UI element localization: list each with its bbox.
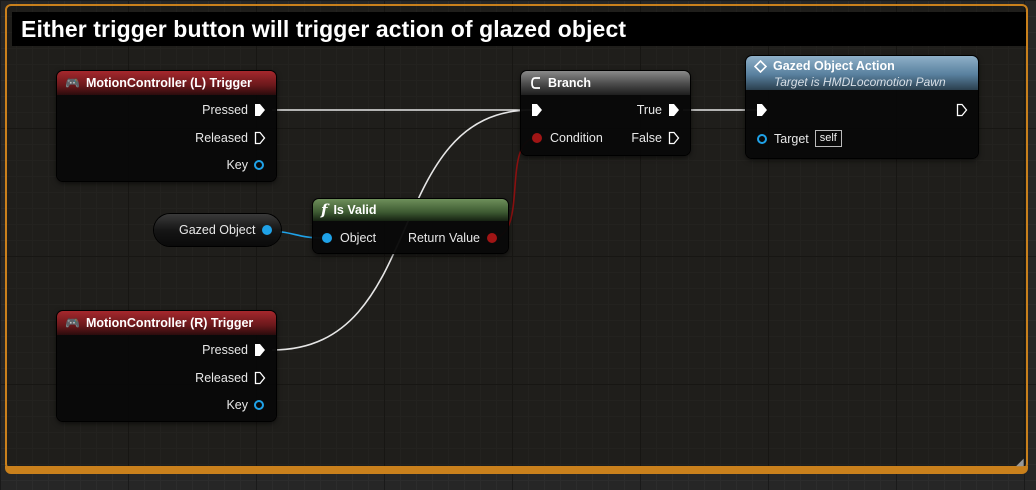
motion-controller-right-trigger-node[interactable]: 🎮 MotionController (R) Trigger Pressed R… bbox=[57, 311, 276, 421]
pin-condition[interactable]: Condition bbox=[532, 131, 603, 145]
pin-label: Return Value bbox=[407, 231, 480, 245]
pin-label: Released bbox=[195, 371, 248, 385]
pin-gazed-object[interactable]: Gazed Object bbox=[179, 223, 273, 237]
pin-exec-in[interactable] bbox=[756, 103, 768, 117]
exec-pin-connected-icon[interactable] bbox=[756, 103, 768, 117]
exec-pin-connected-icon[interactable] bbox=[254, 343, 266, 357]
gamepad-icon: 🎮 bbox=[65, 316, 80, 330]
comment-border-bottom bbox=[5, 466, 1028, 474]
node-header: 🎮 MotionController (R) Trigger bbox=[57, 311, 276, 335]
key-pin-icon[interactable] bbox=[254, 160, 264, 170]
exec-pin-empty-icon[interactable] bbox=[254, 131, 266, 145]
pin-false[interactable]: False bbox=[631, 131, 680, 145]
object-pin-icon[interactable] bbox=[322, 233, 332, 243]
target-default-value[interactable]: self bbox=[814, 130, 842, 147]
bool-pin-icon[interactable] bbox=[532, 133, 542, 143]
pin-label: Pressed bbox=[202, 103, 248, 117]
pin-label: False bbox=[631, 131, 662, 145]
pin-released[interactable]: Released bbox=[195, 131, 266, 145]
node-title: Branch bbox=[548, 76, 592, 90]
pin-pressed[interactable]: Pressed bbox=[202, 103, 266, 117]
pin-label: Pressed bbox=[202, 343, 248, 357]
pin-key[interactable]: Key bbox=[226, 398, 264, 412]
target-pin-icon[interactable] bbox=[757, 133, 767, 144]
function-icon: f bbox=[321, 201, 328, 219]
pin-released[interactable]: Released bbox=[195, 371, 266, 385]
pin-label: Key bbox=[226, 398, 248, 412]
node-title: MotionController (L) Trigger bbox=[85, 76, 252, 90]
node-subtitle: Target is HMDLocomotion Pawn bbox=[774, 75, 946, 89]
exec-pin-connected-icon[interactable] bbox=[668, 103, 680, 117]
pin-target[interactable]: Target self bbox=[757, 130, 842, 147]
object-pin-icon[interactable] bbox=[262, 225, 273, 235]
pin-object[interactable]: Object bbox=[322, 231, 376, 245]
node-header: 🎮 MotionController (L) Trigger bbox=[57, 71, 276, 95]
variable-label: Gazed Object bbox=[179, 223, 256, 237]
pin-exec-out[interactable] bbox=[956, 103, 968, 117]
exec-pin-empty-icon[interactable] bbox=[254, 371, 266, 385]
pin-true[interactable]: True bbox=[637, 103, 680, 117]
gazed-object-variable-node[interactable]: Gazed Object bbox=[154, 214, 281, 246]
pin-pressed[interactable]: Pressed bbox=[202, 343, 266, 357]
bool-pin-icon[interactable] bbox=[487, 233, 497, 243]
comment-title[interactable]: Either trigger button will trigger actio… bbox=[12, 12, 1026, 46]
is-valid-node[interactable]: f Is Valid Object Return Value bbox=[313, 199, 508, 253]
pin-label: Target bbox=[774, 131, 809, 146]
branch-node[interactable]: Branch Condition True False bbox=[521, 71, 690, 155]
pin-key[interactable]: Key bbox=[226, 158, 264, 172]
diamond-event-icon bbox=[754, 59, 767, 73]
pin-label: Key bbox=[226, 158, 248, 172]
pin-exec-in[interactable] bbox=[531, 103, 543, 117]
node-header: f Is Valid bbox=[313, 199, 508, 221]
gamepad-icon: 🎮 bbox=[65, 76, 80, 90]
node-title: MotionController (R) Trigger bbox=[85, 316, 254, 330]
exec-pin-connected-icon[interactable] bbox=[254, 103, 266, 117]
branch-icon bbox=[531, 77, 540, 89]
exec-pin-empty-icon[interactable] bbox=[956, 103, 968, 117]
pin-return-value[interactable]: Return Value bbox=[408, 231, 497, 245]
exec-pin-connected-icon[interactable] bbox=[531, 103, 543, 117]
pin-label: True bbox=[636, 103, 662, 117]
exec-pin-empty-icon[interactable] bbox=[668, 131, 680, 145]
node-header: Branch bbox=[521, 71, 690, 95]
node-title: Is Valid bbox=[333, 203, 377, 217]
key-pin-icon[interactable] bbox=[254, 400, 264, 410]
pin-label: Condition bbox=[550, 131, 603, 145]
node-title: Gazed Object Action bbox=[773, 59, 895, 73]
resize-grip-icon[interactable]: ◢ bbox=[1016, 457, 1024, 468]
gazed-object-action-node[interactable]: Gazed Object Action Target is HMDLocomot… bbox=[746, 56, 978, 158]
motion-controller-left-trigger-node[interactable]: 🎮 MotionController (L) Trigger Pressed R… bbox=[57, 71, 276, 181]
node-header: Gazed Object Action Target is HMDLocomot… bbox=[746, 56, 978, 90]
pin-label: Released bbox=[195, 131, 248, 145]
pin-label: Object bbox=[340, 231, 377, 245]
